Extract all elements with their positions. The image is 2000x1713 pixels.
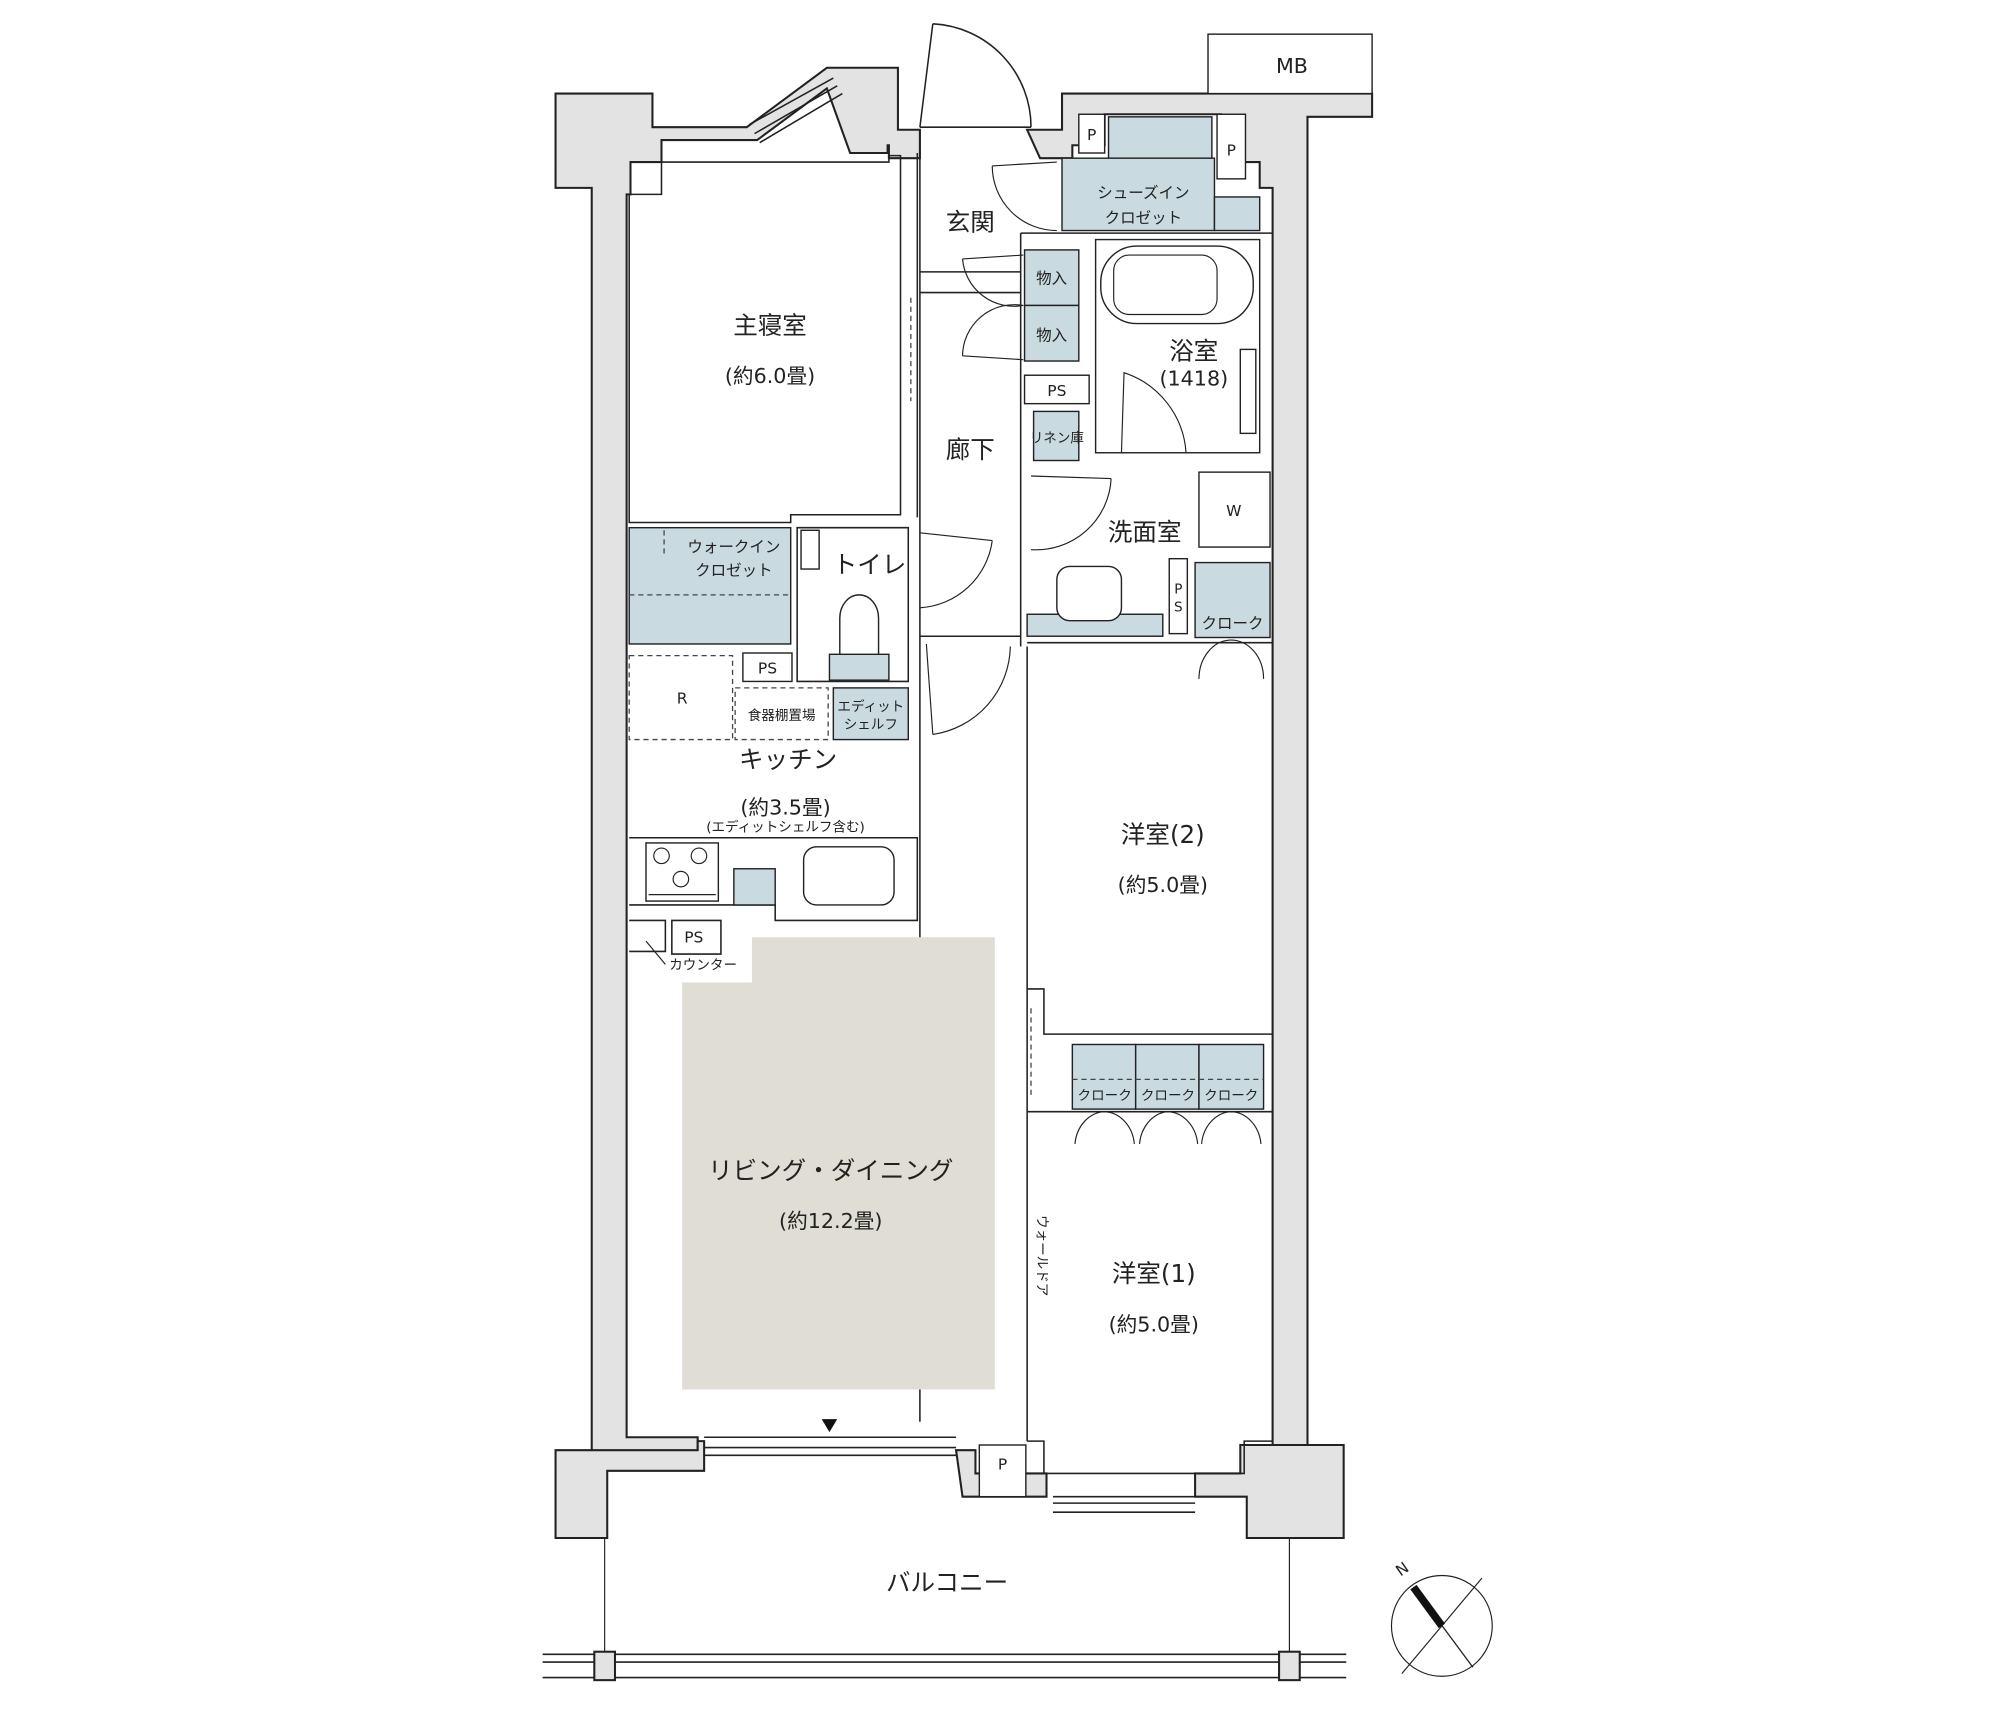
toilet-door[interactable]: [919, 532, 993, 609]
wall-door-label: ウォールドア: [1033, 1215, 1049, 1296]
p-label: P: [1227, 142, 1236, 160]
living-dining-floor: [682, 937, 995, 1390]
storage-doors[interactable]: [961, 254, 1024, 361]
kitchen-name: キッチン: [739, 745, 837, 774]
bathtub-inner: [1113, 254, 1218, 316]
compass-icon: N: [1390, 1559, 1493, 1677]
cloak-label: クローク: [1078, 1088, 1132, 1104]
edit-shelf-label: エディット: [837, 698, 904, 715]
toilet-name: トイレ: [833, 550, 907, 579]
western-room-1: [1027, 1110, 1274, 1475]
linen-label: リネン庫: [1030, 430, 1084, 446]
linen-closet: [1032, 410, 1080, 462]
room1-window: [1052, 1495, 1196, 1513]
kitchen-sink-icon: [802, 846, 895, 906]
ps-label: PS: [758, 660, 777, 678]
ps-box: [742, 652, 793, 683]
pipe-space: [1078, 113, 1106, 154]
cloak-washroom: [1194, 561, 1271, 639]
washroom-name: 洗面室: [1108, 518, 1182, 547]
fridge-space: [628, 654, 734, 741]
meter-box: [1207, 33, 1373, 95]
bathroom-size: (1418): [1159, 367, 1228, 391]
cloak-row: [1071, 1043, 1265, 1110]
kitchen-note: (エディットシェルフ含む): [706, 818, 865, 835]
room2-door[interactable]: [925, 643, 1011, 735]
pipe-space: [1216, 113, 1247, 180]
cloak-doors[interactable]: [1198, 639, 1265, 679]
shoes-closet-label: シューズイン: [1097, 184, 1189, 202]
p-label: P: [1087, 126, 1096, 144]
p-label: P: [998, 1456, 1007, 1474]
north-label: N: [1392, 1559, 1412, 1580]
western-room-2-name: 洋室(2): [1121, 820, 1205, 849]
shoes-closet-upper: [1107, 116, 1213, 159]
shoes-closet-label: クロゼット: [1105, 209, 1183, 227]
ps-vertical: [1168, 557, 1189, 635]
hallway-name: 廊下: [946, 435, 995, 464]
bathroom-door[interactable]: [1120, 371, 1187, 453]
dish-shelf-label: 食器棚置場: [748, 707, 816, 724]
living-dining-size: (約12.2畳): [779, 1209, 882, 1233]
mb-label: MB: [1276, 54, 1308, 78]
walk-in-closet: [628, 526, 792, 645]
storage-closet-2: [1023, 304, 1080, 362]
counter-ps: [629, 919, 722, 955]
walk-in-closet-label: ウォークイン: [687, 538, 780, 556]
western-room-2-size: (約5.0畳): [1118, 873, 1208, 897]
entrance-name: 玄関: [946, 208, 995, 237]
pipe-space: [978, 1444, 1027, 1498]
western-room-1-size: (約5.0畳): [1109, 1312, 1199, 1336]
interior-walls: [628, 129, 1273, 1442]
storage-closet-1: [1023, 249, 1080, 307]
walk-in-closet-label: クロゼット: [695, 561, 773, 579]
washing-machine: [1198, 471, 1271, 548]
wash-basin-icon: [1056, 565, 1123, 622]
counter-label: カウンター: [669, 958, 737, 974]
bay-window: [748, 77, 843, 144]
ps-label: P: [1174, 582, 1182, 598]
kitchen-size: (約3.5畳): [740, 796, 830, 820]
counter-blue: [733, 868, 776, 906]
living-dining-name: リビング・ダイニング: [708, 1156, 953, 1185]
ps-label: PS: [1047, 382, 1066, 400]
shoes-in-closet: [1061, 157, 1216, 232]
living-window: [704, 1419, 957, 1457]
cloak-label: クローク: [1141, 1088, 1195, 1104]
balcony-name: バルコニー: [886, 1568, 1008, 1597]
balcony: [542, 1538, 1347, 1682]
master-bedroom-name: 主寝室: [733, 311, 807, 340]
dish-shelf-space: [734, 687, 829, 741]
ps-label: S: [1174, 600, 1183, 616]
cloak-doors[interactable]: [1074, 1111, 1262, 1145]
shoes-closet-side: [1213, 196, 1261, 232]
storage-label: 物入: [1036, 270, 1067, 288]
main-entrance-marker-icon: [821, 1419, 838, 1433]
bathtub-icon: [1100, 245, 1254, 325]
toilet-tank: [800, 529, 820, 570]
r-label: R: [677, 689, 688, 707]
edit-shelf-label: シェルフ: [844, 717, 898, 733]
w-label: W: [1226, 502, 1241, 520]
ps-box: [1023, 374, 1090, 405]
bathroom-name: 浴室: [1169, 337, 1218, 366]
western-room-2: [1027, 641, 1274, 1035]
cloak-label: クローク: [1204, 1088, 1258, 1104]
western-room-1-name: 洋室(1): [1112, 1259, 1196, 1288]
edit-shelf: [832, 687, 909, 741]
toilet-mat: [828, 653, 890, 681]
burner-icons: [648, 847, 716, 896]
ps-label: PS: [684, 928, 703, 946]
entrance-door[interactable]: [919, 23, 1032, 128]
cloak-label: クローク: [1202, 614, 1264, 632]
bath-shelf: [1239, 348, 1257, 435]
washroom-door[interactable]: [1030, 475, 1112, 551]
master-bedroom-size: (約6.0畳): [725, 364, 815, 388]
toilet-icon: [839, 594, 880, 661]
storage-label: 物入: [1036, 326, 1067, 344]
shoes-closet-door[interactable]: [991, 161, 1057, 232]
